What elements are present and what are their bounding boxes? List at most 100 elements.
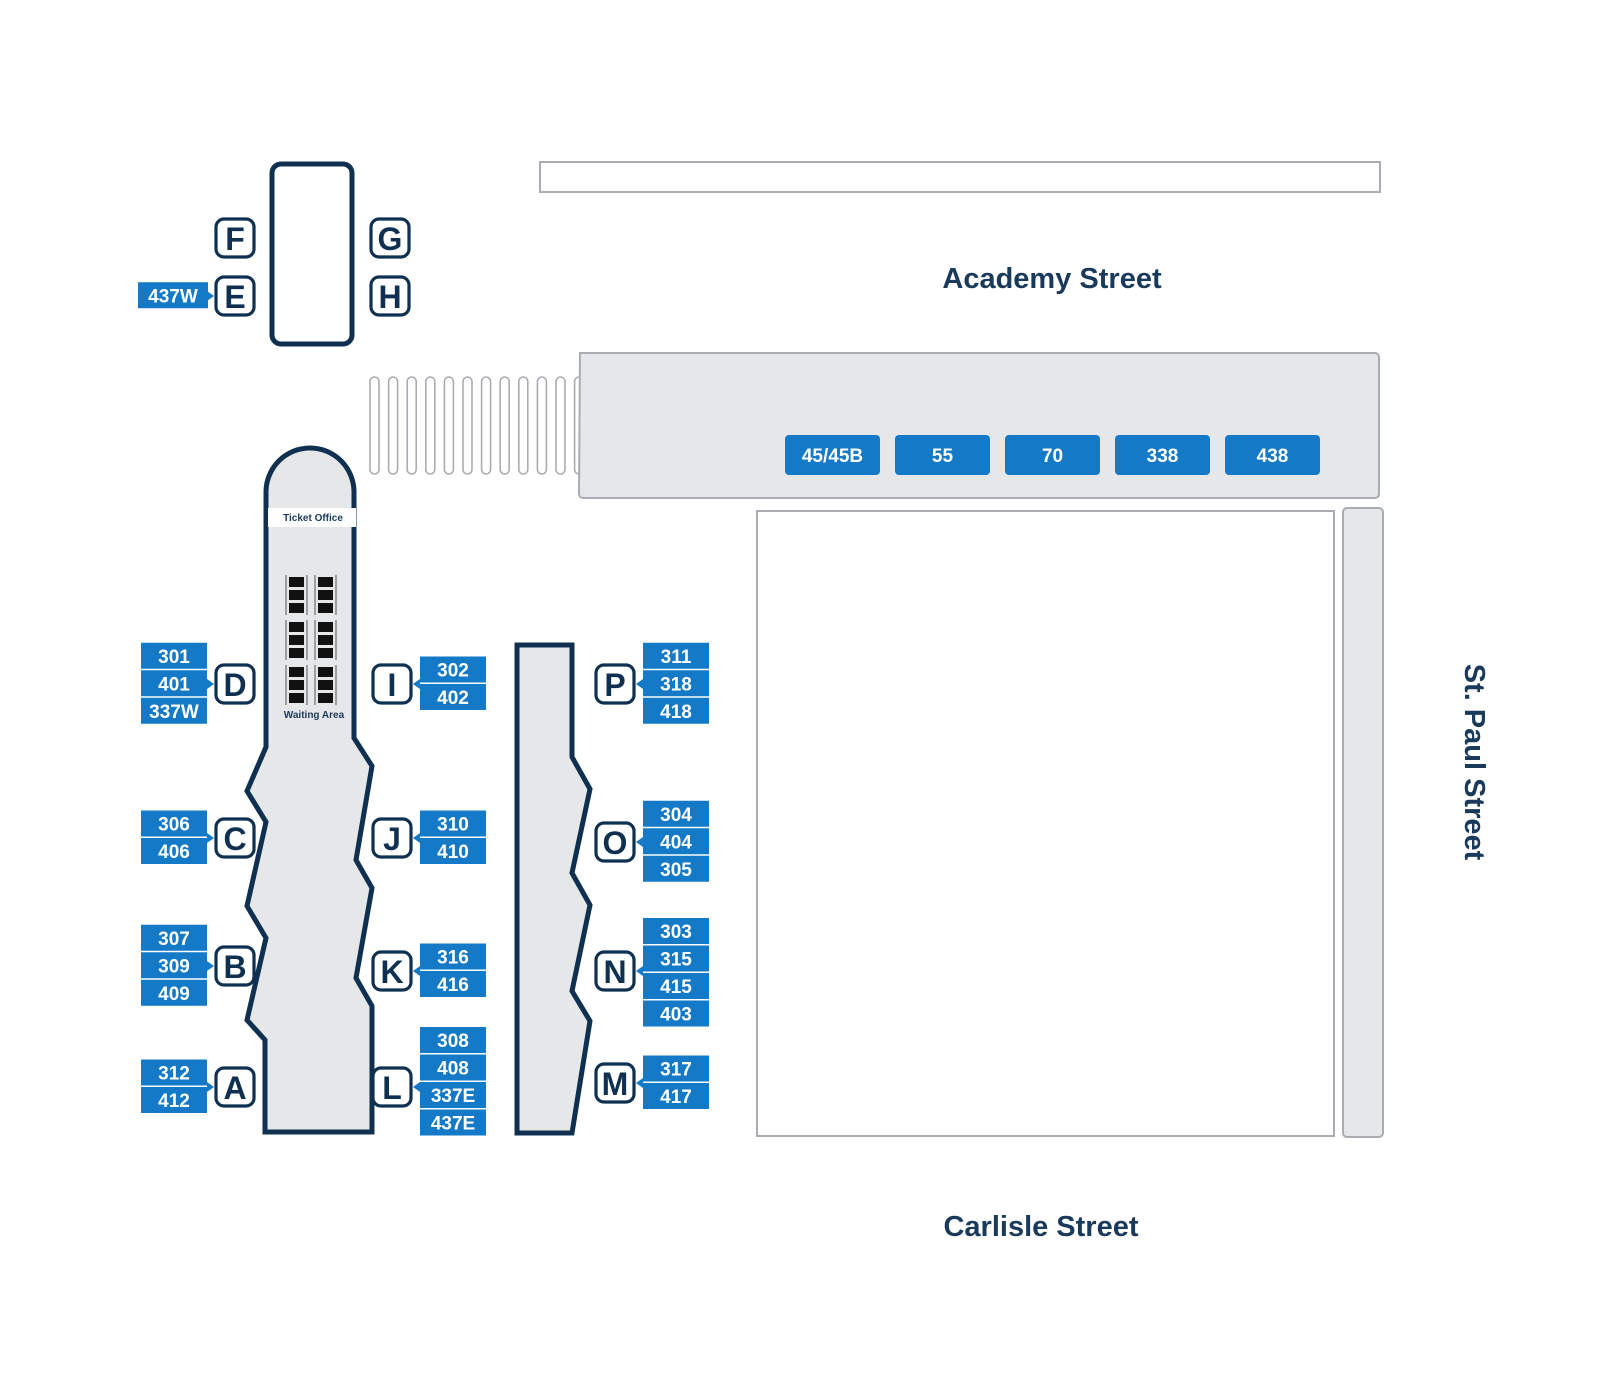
route-305[interactable]: 305: [643, 855, 709, 882]
route-408[interactable]: 408: [420, 1054, 486, 1081]
route-412[interactable]: 412: [141, 1087, 207, 1113]
route-306[interactable]: 306: [141, 810, 207, 837]
seat: [318, 622, 333, 632]
route-number: 417: [660, 1087, 692, 1108]
route-304[interactable]: 304: [643, 800, 709, 827]
bay-g[interactable]: G: [369, 217, 411, 259]
route-403[interactable]: 403: [643, 1000, 709, 1027]
route-415[interactable]: 415: [643, 973, 709, 999]
street-stop-route-label: 55: [932, 446, 954, 467]
street-stop-55[interactable]: 55: [895, 435, 990, 475]
route-pointer: [636, 679, 643, 689]
route-337w[interactable]: 337W: [141, 697, 207, 724]
seat: [318, 680, 333, 690]
route-316[interactable]: 316: [420, 943, 486, 970]
crosswalk-stripe: [499, 376, 511, 475]
route-number: 309: [158, 956, 190, 977]
route-number: 410: [437, 842, 469, 863]
street-stop-route-label: 70: [1042, 446, 1063, 467]
route-402[interactable]: 402: [420, 684, 486, 710]
bay-letter-box: [594, 821, 636, 863]
street-stop-338[interactable]: 338: [1115, 435, 1210, 475]
route-317[interactable]: 317: [643, 1055, 709, 1082]
island-platform: [514, 642, 593, 1136]
bay-letter-box: [214, 663, 256, 705]
route-437w[interactable]: 437W: [138, 282, 208, 309]
route-308[interactable]: 308: [420, 1027, 486, 1053]
route-number: 404: [660, 832, 692, 853]
street-stop-45-45B[interactable]: 45/45B: [785, 435, 880, 475]
route-406[interactable]: 406: [141, 838, 207, 864]
bay-h[interactable]: H: [369, 275, 411, 317]
bay-letter: L: [382, 1070, 402, 1106]
route-409[interactable]: 409: [141, 979, 207, 1006]
street-stop-438[interactable]: 438: [1225, 435, 1320, 475]
seat: [318, 635, 333, 645]
crosswalk-stripe: [443, 376, 455, 475]
route-311[interactable]: 311: [643, 642, 709, 669]
route-404[interactable]: 404: [643, 828, 709, 855]
route-301[interactable]: 301: [141, 642, 207, 669]
street-stop-route-label: 338: [1147, 446, 1179, 467]
route-302[interactable]: 302: [420, 656, 486, 683]
route-number: 418: [660, 702, 692, 723]
bay-letter: H: [378, 279, 401, 315]
seat: [289, 693, 304, 703]
seat: [289, 622, 304, 632]
street-stop-70[interactable]: 70: [1005, 435, 1100, 475]
route-418[interactable]: 418: [643, 697, 709, 724]
route-number: 315: [660, 950, 692, 971]
route-number: 437W: [148, 286, 198, 307]
route-417[interactable]: 417: [643, 1083, 709, 1109]
bay-letter-box: [214, 945, 256, 987]
route-312[interactable]: 312: [141, 1059, 207, 1086]
route-number: 308: [437, 1031, 469, 1052]
route-number: 304: [660, 805, 692, 826]
bay-f[interactable]: F: [214, 217, 256, 259]
bay-letter: P: [604, 667, 625, 703]
route-303[interactable]: 303: [643, 918, 709, 944]
route-416[interactable]: 416: [420, 971, 486, 997]
ticket-office-band: [268, 508, 356, 527]
route-337e[interactable]: 337E: [420, 1082, 486, 1108]
street-label-academy: Academy Street: [942, 263, 1162, 295]
route-310[interactable]: 310: [420, 810, 486, 837]
route-401[interactable]: 401: [141, 670, 207, 697]
bays: FE437WGHD301401337WC306406B307309409A312…: [138, 217, 709, 1136]
route-number: 406: [158, 842, 190, 863]
crosswalk-stripe: [517, 376, 529, 475]
crosswalk-stripe: [462, 376, 473, 475]
crosswalk-stripe: [536, 376, 548, 475]
parking-lot: [756, 510, 1335, 1137]
route-410[interactable]: 410: [420, 838, 486, 864]
route-number: 437E: [431, 1114, 475, 1135]
route-number: 307: [158, 929, 190, 950]
route-number: 303: [660, 922, 692, 943]
route-pointer: [413, 966, 420, 976]
route-number: 312: [158, 1064, 190, 1085]
route-number: 409: [158, 984, 190, 1005]
route-309[interactable]: 309: [141, 952, 207, 979]
route-pointer: [413, 1082, 420, 1092]
route-307[interactable]: 307: [141, 924, 207, 951]
route-318[interactable]: 318: [643, 670, 709, 697]
route-437e[interactable]: 437E: [420, 1109, 486, 1136]
route-number: 311: [661, 647, 692, 668]
route-315[interactable]: 315: [643, 945, 709, 972]
bay-letter: N: [603, 954, 626, 990]
platform-fgeh: [269, 161, 355, 347]
route-number: 403: [660, 1005, 692, 1026]
